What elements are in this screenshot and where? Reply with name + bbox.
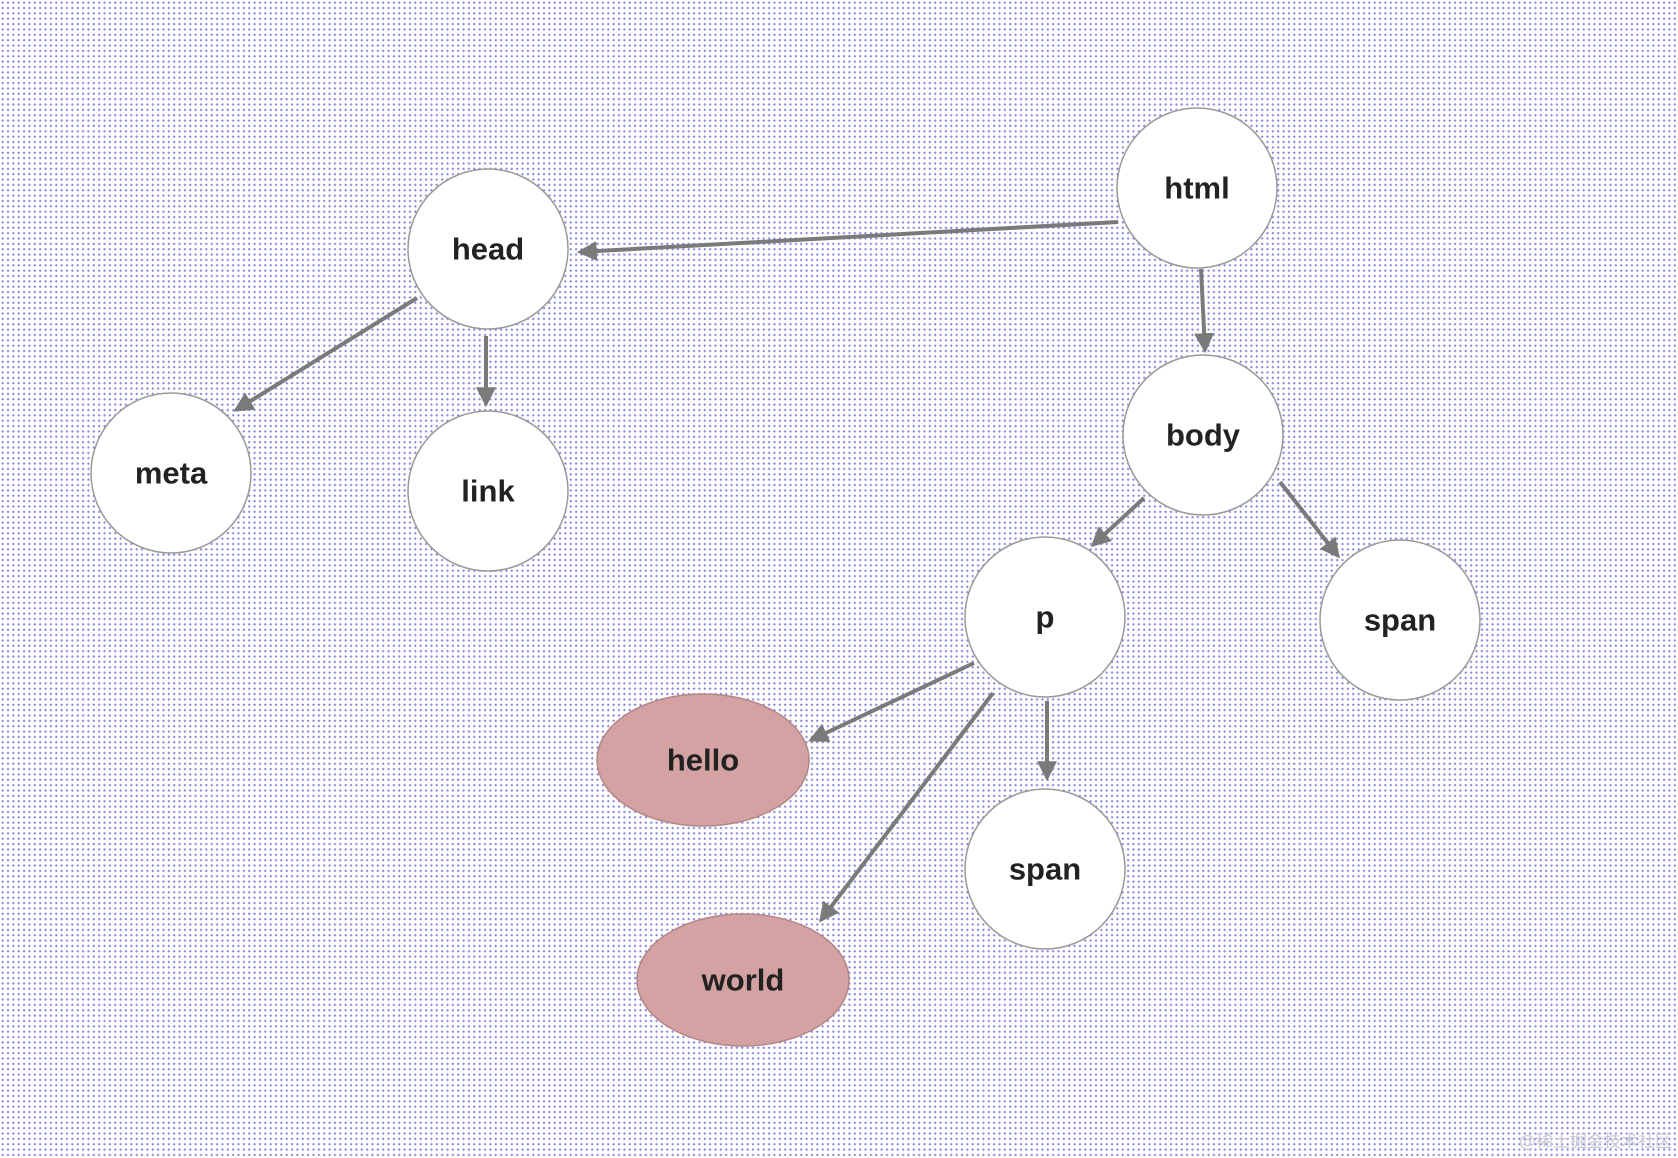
node-link: link — [407, 410, 569, 572]
node-span1-shape — [1319, 539, 1481, 701]
node-hello-label: hello — [667, 743, 739, 778]
node-html-shape — [1116, 107, 1278, 269]
node-world-label: world — [701, 963, 785, 998]
edge-p-to-hello-arrow — [808, 661, 975, 742]
node-span1-label: span — [1364, 603, 1436, 638]
watermark-text: @稀土掘金技术社区 — [1519, 1132, 1672, 1152]
node-p-label: p — [1036, 600, 1055, 635]
edge-html-to-head-arrow — [576, 220, 1119, 262]
node-html-label: html — [1164, 171, 1229, 206]
edge-p-to-world-arrow — [819, 691, 995, 923]
node-body: body — [1122, 354, 1284, 516]
edge-body-to-p-arrow — [1090, 496, 1146, 548]
node-span1: span — [1319, 539, 1481, 701]
node-span2-label: span — [1009, 852, 1081, 887]
node-span2: span — [964, 788, 1126, 950]
edges — [233, 220, 1340, 923]
node-world-shape — [636, 913, 850, 1047]
node-hello-shape — [596, 693, 810, 827]
edge-body-to-span1-arrow — [1278, 480, 1340, 559]
node-meta-label: meta — [135, 456, 208, 491]
node-link-shape — [407, 410, 569, 572]
node-p-shape — [964, 536, 1126, 698]
node-link-label: link — [461, 474, 515, 509]
node-world: world — [636, 913, 850, 1047]
edge-html-to-body-arrow — [1194, 268, 1215, 354]
node-p: p — [964, 536, 1126, 698]
node-html: html — [1116, 107, 1278, 269]
node-body-label: body — [1166, 418, 1241, 453]
nodes: html head body meta link p span span hello world — [90, 107, 1481, 1047]
node-body-shape — [1122, 354, 1284, 516]
node-head-label: head — [452, 232, 524, 267]
node-hello: hello — [596, 693, 810, 827]
node-meta: meta — [90, 392, 252, 554]
node-head-shape — [407, 168, 569, 330]
edge-head-to-meta-arrow — [233, 296, 419, 412]
node-meta-shape — [90, 392, 252, 554]
node-span2-shape — [964, 788, 1126, 950]
node-head: head — [407, 168, 569, 330]
